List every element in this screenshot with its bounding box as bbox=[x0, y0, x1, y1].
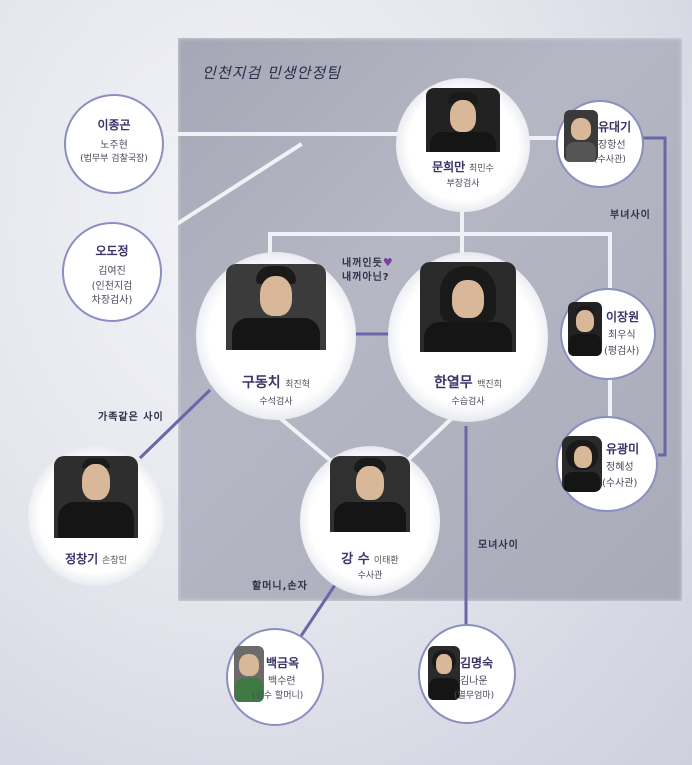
character-node-lee-jang-won[interactable]: 이장원 최우식 (평검사) bbox=[560, 288, 656, 380]
portrait-han-yeol-mu bbox=[420, 262, 516, 352]
character-role: (강수 할머니) bbox=[252, 691, 304, 701]
character-name: 정창기 bbox=[65, 552, 99, 566]
line-father-daughter bbox=[640, 136, 667, 457]
actor-name: 최우식 bbox=[608, 330, 636, 341]
portrait-gu-dong-chi bbox=[226, 264, 326, 350]
actor-name: 김여진 bbox=[98, 266, 126, 277]
actor-name: 최진혁 bbox=[285, 380, 310, 390]
character-name: 한열무 bbox=[434, 375, 473, 391]
portrait-jeong-chang-gi bbox=[54, 456, 138, 538]
actor-name: 이태환 bbox=[373, 556, 399, 566]
relation-label-mine-or-not: 내꺼인듯♥ 내꺼아닌? bbox=[342, 256, 394, 285]
relation-text-line2: 내꺼아닌? bbox=[342, 272, 390, 283]
relation-label-grandma-grandson: 할머니,손자 bbox=[252, 581, 308, 592]
portrait-yu-dae-gi bbox=[564, 110, 598, 162]
character-role-line2: 차장검사) bbox=[91, 295, 133, 306]
actor-name: 노주현 bbox=[100, 140, 128, 151]
character-node-kang-su[interactable]: 강 수 이태환 수사관 bbox=[300, 446, 440, 596]
character-role: 수습검사 bbox=[451, 397, 485, 407]
actor-name: 최민수 bbox=[469, 164, 494, 174]
portrait-baek-geum-ok bbox=[234, 646, 264, 702]
character-node-jeong-chang-gi[interactable]: 정창기 손창민 bbox=[28, 446, 164, 586]
character-node-lee-jong-gon[interactable]: 이종곤 노주현 (법무부 검찰국장) bbox=[64, 94, 164, 194]
character-name: 문희만 bbox=[432, 160, 466, 174]
character-name: 강 수 bbox=[341, 552, 370, 567]
character-name: 이장원 bbox=[606, 310, 640, 324]
line-ohdojeong-moon bbox=[152, 142, 303, 241]
character-name: 유광미 bbox=[606, 442, 640, 456]
line-gudongchi-kangsu bbox=[277, 415, 333, 463]
character-node-kim-myeong-suk[interactable]: 김명숙 김나운 (열무엄마) bbox=[418, 624, 516, 724]
character-role: (평검사) bbox=[604, 346, 640, 357]
character-name: 김명숙 bbox=[460, 656, 494, 670]
character-name: 구동치 bbox=[242, 375, 281, 391]
portrait-yu-gwang-mi bbox=[562, 436, 602, 492]
portrait-kim-myeong-suk bbox=[428, 646, 460, 700]
character-name: 오도정 bbox=[95, 244, 129, 258]
character-name: 백금옥 bbox=[266, 656, 300, 670]
character-node-moon-hee-man[interactable]: 문희만 최민수 부장검사 bbox=[396, 78, 530, 212]
relation-label-family-like: 가족같은 사이 bbox=[98, 412, 164, 423]
character-name: 이종곤 bbox=[97, 118, 131, 132]
character-node-han-yeol-mu[interactable]: 한열무 백진희 수습검사 bbox=[388, 252, 548, 422]
line-family-like bbox=[138, 388, 212, 460]
character-node-yu-dae-gi[interactable]: 유대기 장항선 (수사관) bbox=[556, 100, 644, 188]
character-node-yu-gwang-mi[interactable]: 유광미 정혜성 (수사관) bbox=[556, 416, 658, 512]
relation-label-mother-daughter: 모녀사이 bbox=[478, 540, 519, 551]
character-role: 부장검사 bbox=[446, 179, 480, 189]
character-role: 수석검사 bbox=[259, 397, 293, 407]
actor-name: 백수련 bbox=[268, 676, 296, 687]
actor-name: 정혜성 bbox=[606, 462, 634, 473]
portrait-kang-su bbox=[330, 456, 410, 532]
actor-name: 백진희 bbox=[477, 380, 502, 390]
actor-name: 손창민 bbox=[102, 556, 127, 566]
actor-name: 장항선 bbox=[598, 140, 626, 151]
character-node-baek-geum-ok[interactable]: 백금옥 백수련 (강수 할머니) bbox=[226, 628, 324, 726]
character-role-line1: (인천지검 bbox=[91, 281, 133, 292]
portrait-moon-hee-man bbox=[426, 88, 500, 152]
character-role: (수사관) bbox=[602, 478, 638, 489]
character-name: 유대기 bbox=[598, 120, 632, 134]
heart-icon: ♥ bbox=[382, 256, 394, 269]
relation-text-line1: 내꺼인듯 bbox=[342, 258, 383, 269]
character-role: 수사관 bbox=[357, 571, 383, 581]
actor-name: 김나운 bbox=[460, 676, 488, 687]
relation-label-father-daughter: 부녀사이 bbox=[610, 210, 651, 221]
character-role: (수사관) bbox=[594, 155, 626, 165]
line-hanyeolmu-kangsu bbox=[407, 417, 453, 461]
character-node-gu-dong-chi[interactable]: 구동치 최진혁 수석검사 bbox=[196, 252, 356, 420]
character-role: (열무엄마) bbox=[454, 691, 495, 701]
team-panel-title: 인천지검 민생안정팀 bbox=[202, 64, 341, 82]
character-role: (법무부 검찰국장) bbox=[80, 154, 148, 164]
character-node-oh-do-jeong[interactable]: 오도정 김여진 (인천지검 차장검사) bbox=[62, 222, 162, 322]
portrait-lee-jang-won bbox=[568, 302, 602, 356]
